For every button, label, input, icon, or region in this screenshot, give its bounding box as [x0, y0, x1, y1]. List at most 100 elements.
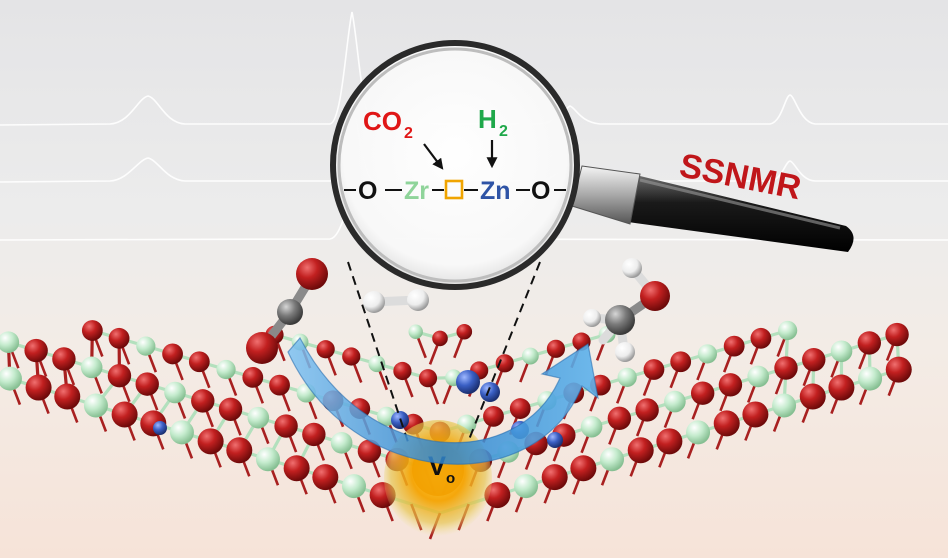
oxygen-atom	[54, 383, 81, 410]
zirconium-atom	[772, 393, 797, 418]
oxygen-atom	[274, 414, 298, 438]
zirconium-atom	[514, 474, 539, 499]
methanol-oxygen-atom	[640, 281, 670, 311]
oxygen-atom	[546, 339, 566, 358]
oxygen-atom	[218, 397, 243, 421]
methanol-hydrogen-atom	[615, 342, 635, 362]
magnifier-handle-highlight	[639, 178, 841, 230]
oxygen-atom	[302, 422, 326, 447]
zirconium-atom	[580, 415, 603, 438]
oxygen-atom	[670, 351, 692, 373]
zirconium-atom	[747, 365, 770, 388]
molecules	[246, 258, 670, 364]
oxygen-atom	[342, 347, 361, 366]
co2-arrow	[423, 143, 444, 170]
oxygen-atom	[690, 381, 715, 405]
zirconium-label: Zr	[404, 177, 429, 205]
h2-label-subscript: 2	[499, 123, 508, 140]
zirconium-atom	[368, 355, 386, 373]
h2-label: H	[478, 104, 497, 134]
oxygen-atom	[802, 347, 826, 372]
zirconium-atom	[136, 336, 156, 356]
zoom-guide-lines	[347, 261, 541, 443]
oxygen-left-label: O	[358, 177, 377, 205]
oxygen-atom	[312, 464, 339, 491]
zirconium-atom	[216, 359, 236, 380]
oxygen-right-label: O	[531, 177, 550, 205]
oxygen-atom	[885, 322, 909, 347]
co2-carbon-atom	[277, 299, 303, 325]
methanol-hydrogen-atom	[622, 258, 642, 278]
oxygen-atom	[799, 383, 826, 410]
zirconium-atom	[408, 324, 423, 339]
oxygen-atom	[570, 455, 597, 482]
oxygen-atom	[607, 406, 632, 431]
oxygen-atom	[828, 374, 855, 401]
zirconium-atom	[341, 474, 366, 499]
oxygen-atom	[316, 340, 335, 359]
h2-hydrogen-atom	[363, 291, 385, 313]
co2-oxygen-atom	[296, 258, 328, 290]
oxygen-atom	[52, 347, 76, 371]
oxygen-atom	[226, 437, 253, 464]
co2-label: CO	[363, 106, 402, 136]
vacancy-label-subscript: o	[446, 470, 455, 487]
magnifier-icon	[330, 40, 854, 290]
oxygen-atom	[25, 374, 52, 401]
oxygen-atom	[432, 330, 448, 347]
oxygen-atom	[627, 437, 654, 464]
oxygen-atom	[750, 327, 772, 349]
zinc-label: Zn	[480, 177, 511, 205]
magnifier-handle	[628, 176, 854, 252]
oxygen-atom	[197, 428, 224, 455]
oxygen-atom	[713, 410, 740, 437]
zirconium-atom	[600, 447, 625, 472]
oxygen-atom	[718, 373, 743, 397]
zinc-atom	[456, 370, 480, 394]
co2-oxygen-atom	[246, 332, 278, 364]
magnifier-rim-outer	[330, 40, 580, 290]
oxygen-atom	[188, 351, 210, 373]
oxygen-atom	[191, 389, 215, 413]
oxygen-atom	[635, 398, 659, 422]
oxygen-atom	[357, 439, 382, 463]
zirconium-atom	[255, 447, 280, 472]
oxygen-atom	[269, 374, 290, 396]
zinc-atom	[547, 432, 563, 448]
oxygen-atom	[81, 320, 103, 341]
zirconium-atom	[83, 393, 108, 418]
zirconium-atom	[858, 366, 883, 391]
magnifier-lens	[335, 45, 575, 285]
co2-label-subscript: 2	[404, 125, 413, 142]
oxygen-atom	[742, 401, 769, 428]
oxygen-atom	[393, 361, 412, 381]
zirconium-atom	[330, 432, 353, 454]
h2-hydrogen-atom	[407, 289, 429, 311]
methanol-carbon-atom	[605, 305, 635, 335]
zirconium-atom	[169, 420, 194, 445]
zirconium-atom	[686, 420, 711, 445]
magnifier-collar	[571, 165, 641, 225]
zirconium-atom	[247, 406, 270, 429]
oxygen-atom	[885, 356, 912, 383]
zirconium-atom	[164, 381, 186, 404]
methanol-hydrogen-atom	[583, 309, 601, 327]
zirconium-atom	[0, 331, 20, 353]
oxygen-atom	[283, 455, 310, 482]
zirconium-atom	[664, 390, 686, 413]
oxygen-atom	[456, 323, 473, 340]
zirconium-atom	[778, 320, 798, 341]
oxygen-atom	[418, 369, 438, 388]
zinc-atom	[153, 421, 167, 435]
oxygen-atom	[643, 359, 665, 380]
oxygen-atom	[483, 405, 504, 427]
zirconium-atom	[617, 367, 637, 387]
zoom-line-left	[347, 261, 409, 443]
oxygen-atom	[135, 372, 159, 396]
oxygen-atom	[111, 401, 138, 428]
oxygen-atom	[108, 327, 130, 349]
zirconium-atom	[521, 347, 539, 365]
zirconium-atom	[80, 356, 103, 379]
zirconium-atom	[0, 366, 22, 391]
oxygen-atom	[656, 428, 683, 455]
